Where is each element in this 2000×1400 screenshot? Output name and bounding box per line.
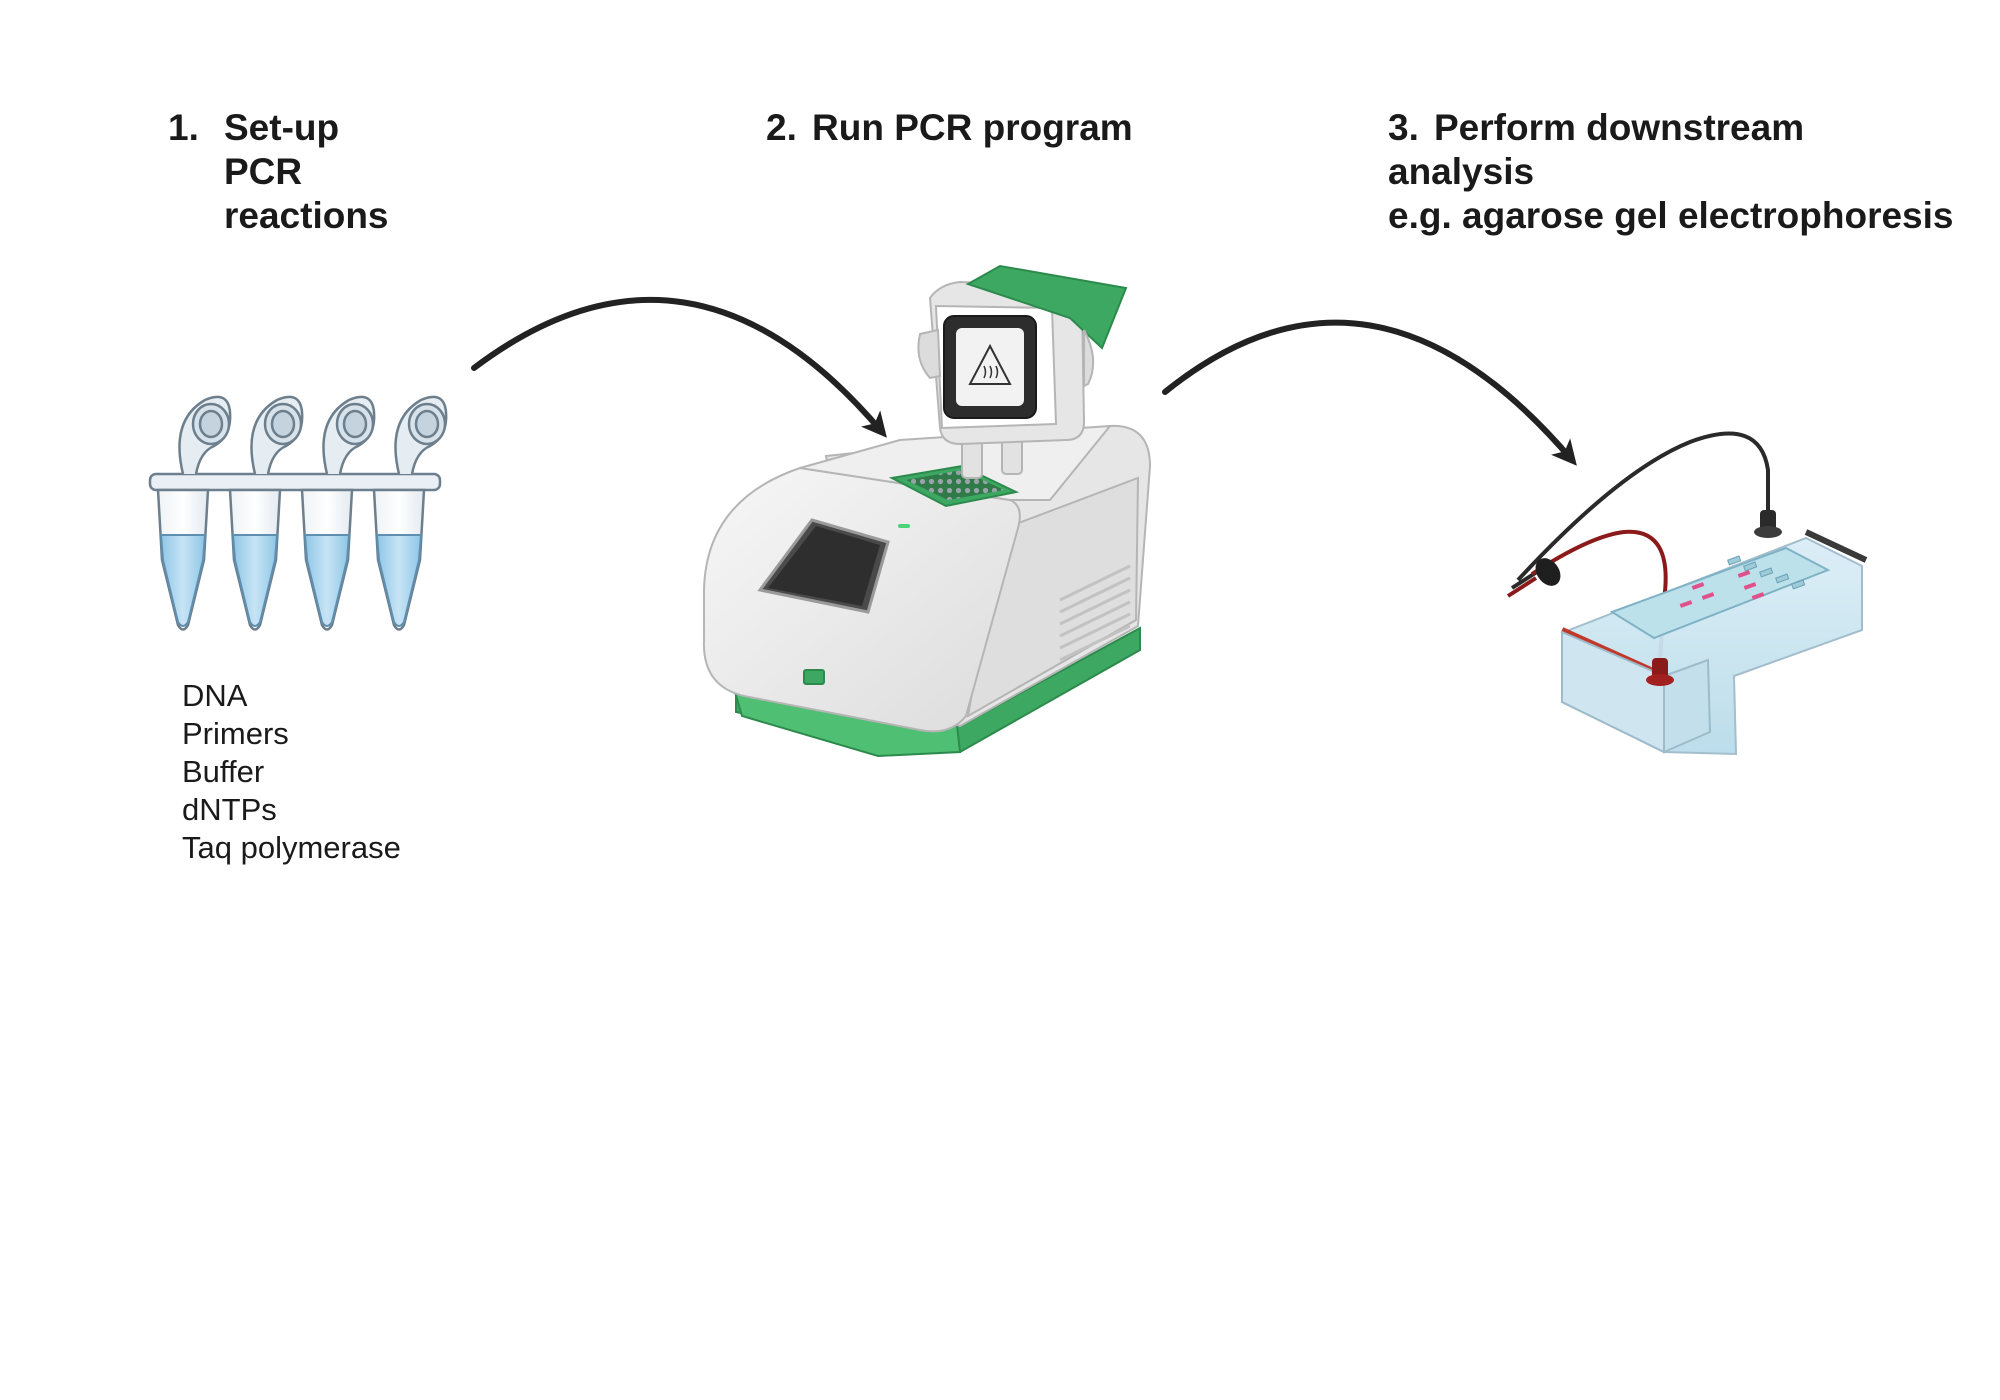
step-2-number: 2. (766, 107, 797, 148)
pcr-tube-2 (228, 395, 304, 631)
pcr-tube-3 (300, 395, 376, 631)
step-2-title: 2. Run PCR program (766, 107, 1133, 148)
reagent-list: DNA Primers Buffer dNTPs Taq polymerase (182, 678, 401, 865)
vent-grille (1059, 564, 1131, 662)
step-3-title-line-2: analysis (1388, 151, 1534, 192)
gel-wells (1727, 555, 1806, 590)
reagent-item: Buffer (182, 754, 264, 789)
reagent-item: dNTPs (182, 792, 277, 827)
step-3-title-line-1: Perform downstream (1434, 107, 1804, 148)
step-3-title: 3. Perform downstream analysis e.g. agar… (1388, 107, 1954, 236)
step-1-number: 1. (168, 107, 199, 148)
reagent-item: Primers (182, 716, 289, 751)
arrow-step-2-to-3 (1162, 319, 1577, 466)
step-1-title-line-2: PCR (224, 151, 302, 192)
black-electrode-plug (1754, 510, 1782, 538)
hot-surface-warning-icon (968, 343, 1012, 385)
step-1-title-line-3: reactions (224, 195, 389, 236)
gel-slab (1609, 546, 1831, 640)
step-1-title-line-1: Set-up (224, 107, 339, 148)
reagent-item: DNA (182, 678, 248, 713)
arrow-step-1-to-2 (471, 296, 887, 438)
step-3-number: 3. (1388, 107, 1419, 148)
pcr-tube-strip-icon (148, 395, 448, 631)
thermocycler-icon (702, 264, 1152, 758)
reagent-item: Taq polymerase (182, 830, 401, 865)
black-electrode-lead (1516, 431, 1770, 582)
step-2-title-line-1: Run PCR program (812, 107, 1133, 148)
gel-electrophoresis-tank-icon (1506, 431, 1868, 756)
red-electrode-lead (1530, 529, 1668, 661)
gel-bands (1679, 570, 1765, 608)
step-1-title: 1. Set-up PCR reactions (168, 107, 389, 236)
step-3-title-line-3: e.g. agarose gel electrophoresis (1388, 195, 1954, 236)
pcr-tube-1 (156, 395, 232, 631)
red-electrode-plug (1646, 658, 1674, 686)
pcr-tube-4 (372, 395, 448, 631)
